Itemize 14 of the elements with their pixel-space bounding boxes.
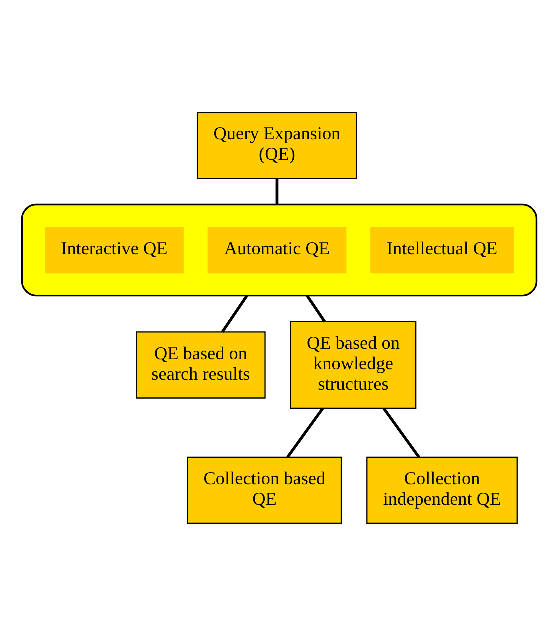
connector	[286, 408, 324, 458]
node-box: Intellectual QE	[370, 226, 514, 274]
connector	[221, 295, 248, 333]
connector	[306, 295, 326, 323]
node-box: Collection based QE	[187, 456, 342, 524]
node-box: QE based on knowledge structures	[290, 321, 417, 410]
node-box: QE based on search results	[136, 332, 266, 399]
node-box: Query Expansion (QE)	[196, 112, 358, 180]
node-box: Automatic QE	[208, 226, 347, 274]
connector	[276, 179, 279, 205]
node-box: Interactive QE	[45, 226, 184, 274]
connector	[382, 408, 420, 458]
node-box: Collection independent QE	[366, 456, 518, 524]
cluster	[21, 204, 538, 297]
